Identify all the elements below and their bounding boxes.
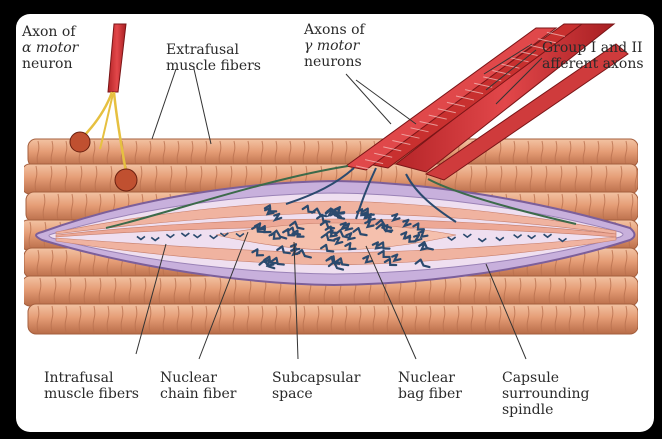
motor-end-plate-upper — [70, 132, 90, 152]
muscle-fiber-row — [28, 304, 638, 334]
muscle-fiber-row — [28, 139, 638, 167]
label-nuclear-chain-fiber: Nuclear chain fiber — [160, 370, 236, 402]
motor-end-plate-lower — [115, 169, 137, 191]
label-capsule: Capsule surrounding spindle — [502, 370, 589, 418]
label-nuclear-bag-fiber: Nuclear bag fiber — [398, 370, 462, 402]
label-gamma-motor-axons: Axons of γ motor neurons — [304, 22, 365, 70]
diagram-frame: Axon of α motor neuron Extrafusal muscle… — [16, 14, 654, 432]
label-subcapsular-space: Subcapsular space — [272, 370, 360, 402]
label-extrafusal-muscle-fibers: Extrafusal muscle fibers — [166, 42, 261, 74]
label-intrafusal-muscle-fibers: Intrafusal muscle fibers — [44, 370, 139, 402]
label-afferent-axons: Group I and II afferent axons — [542, 40, 644, 72]
label-alpha-motor-axon: Axon of α motor neuron — [22, 24, 78, 72]
